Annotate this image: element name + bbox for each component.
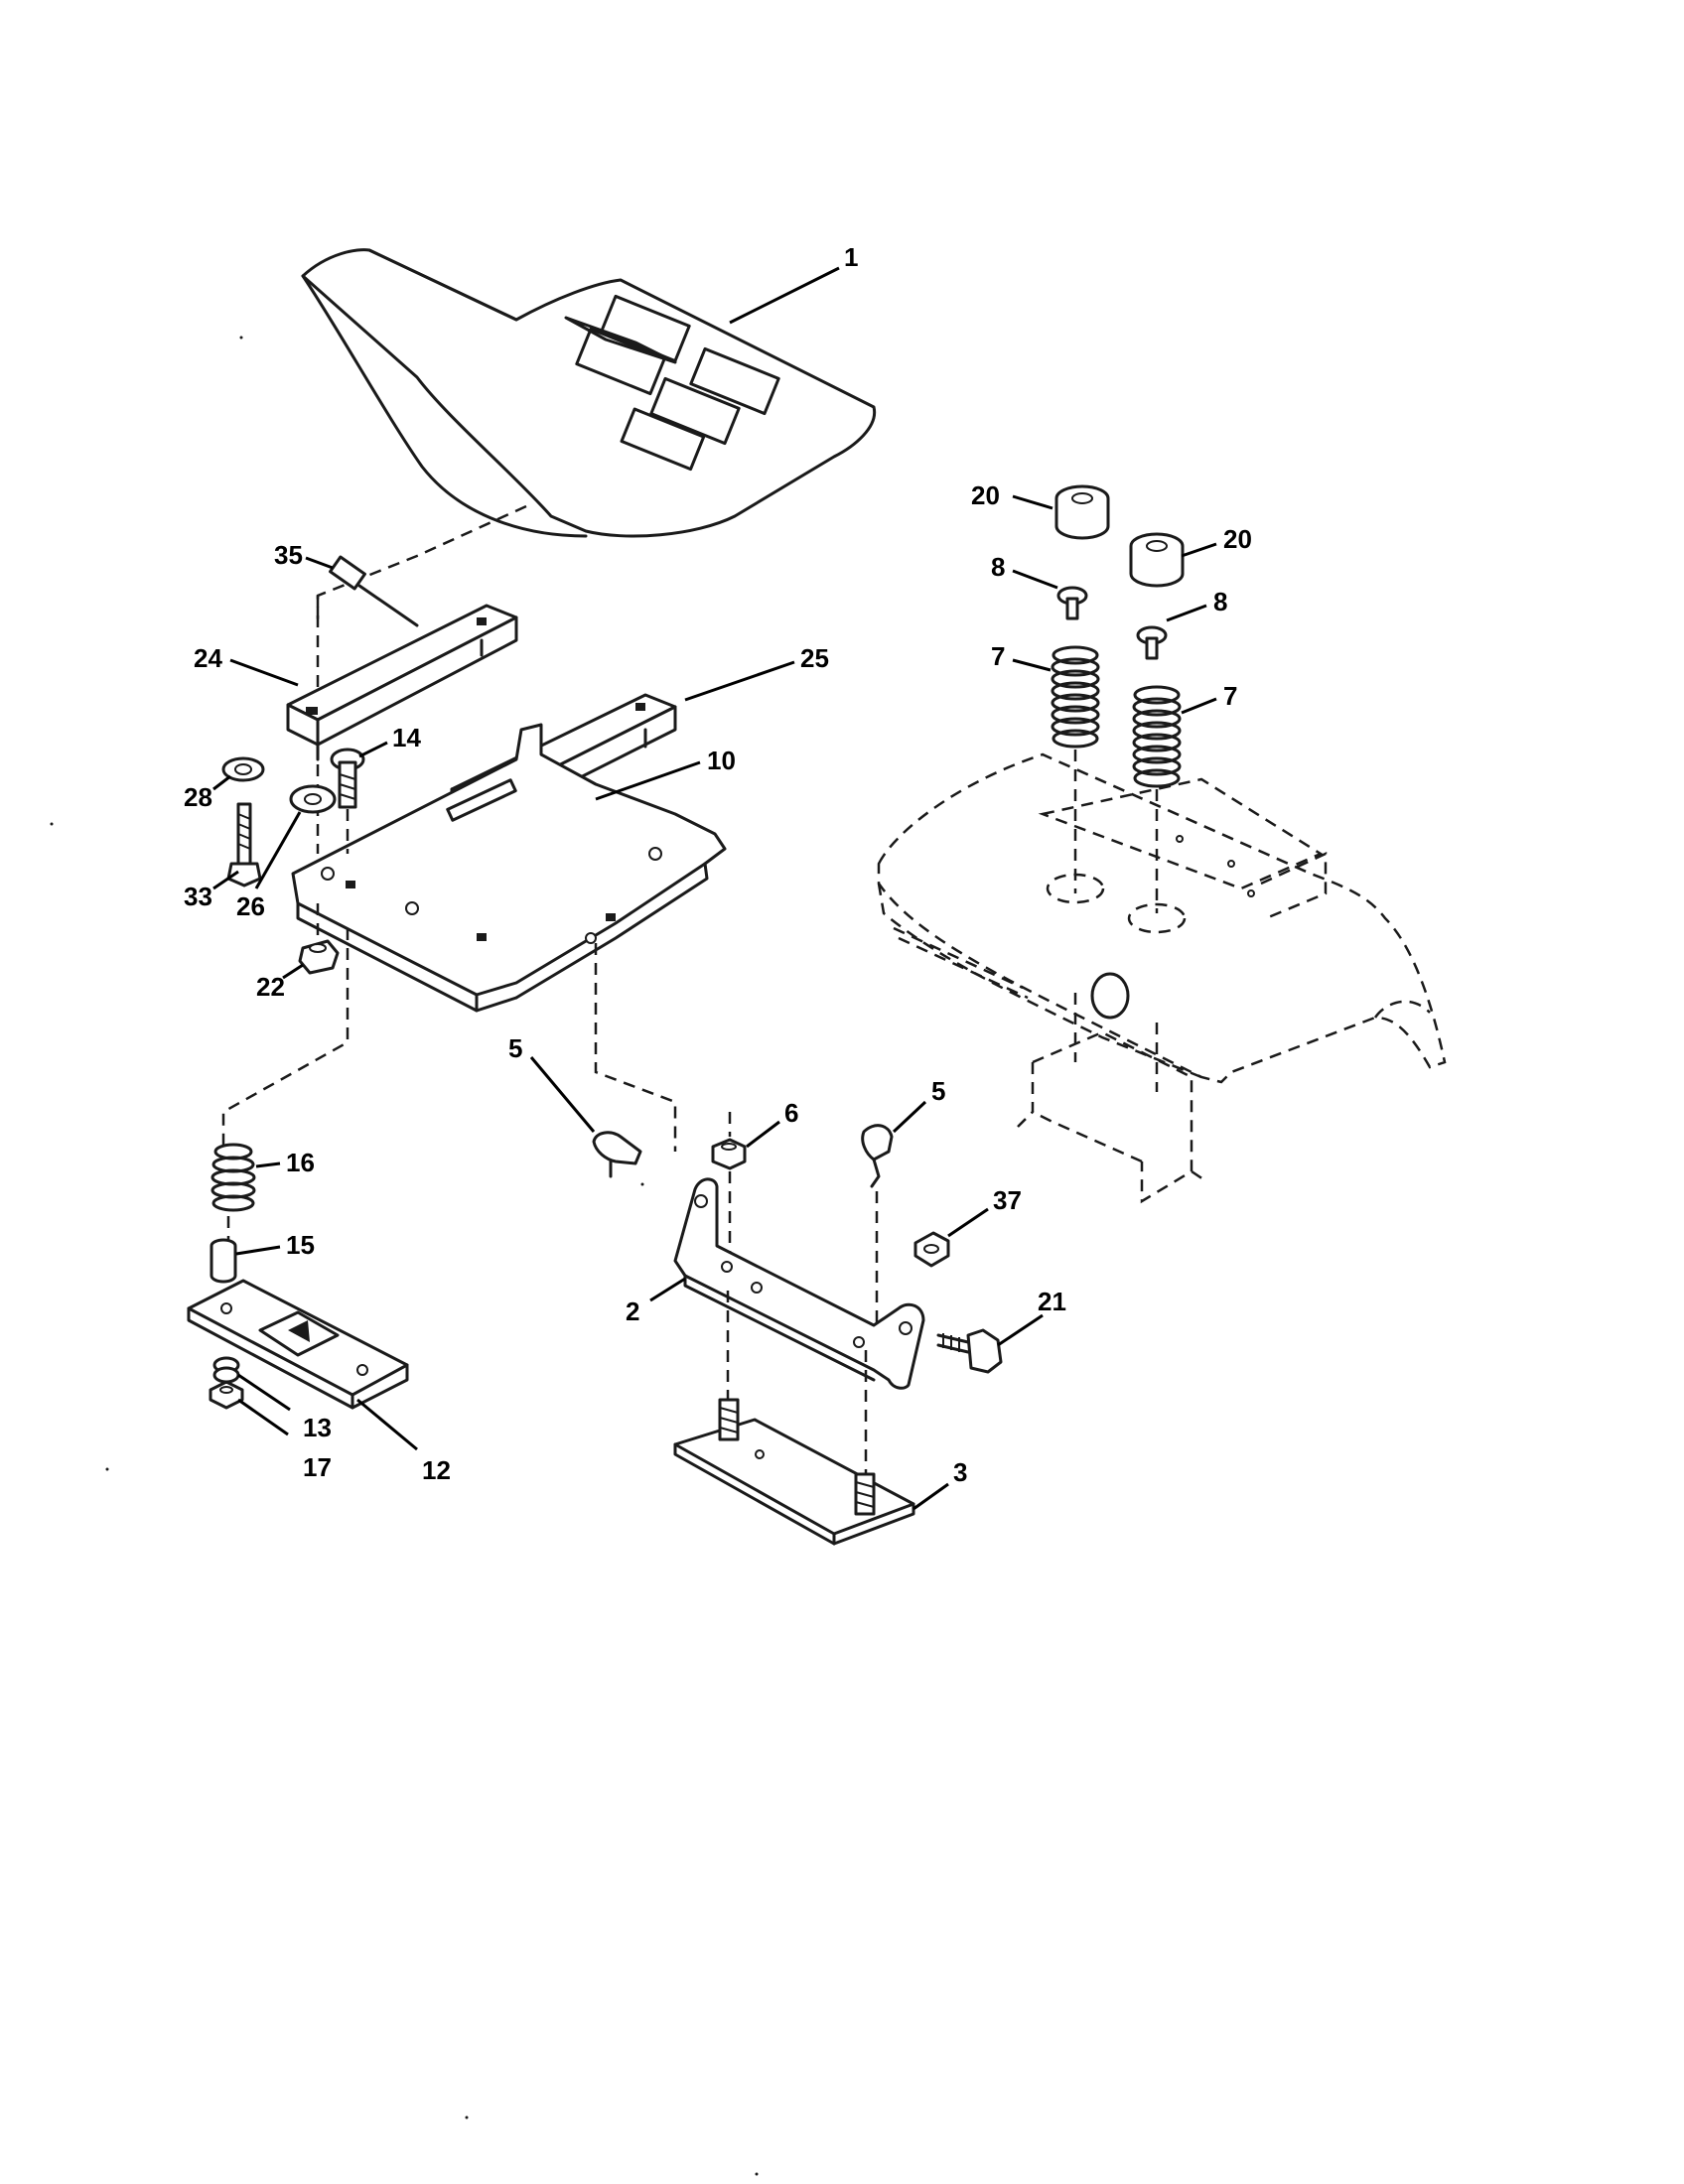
callout-15: 15 <box>286 1230 315 1260</box>
callout-24: 24 <box>194 643 222 673</box>
callout-20-left: 20 <box>971 480 1000 510</box>
callout-3: 3 <box>953 1457 967 1487</box>
callout-17: 17 <box>303 1452 332 1482</box>
callout-8-right: 8 <box>1213 587 1227 616</box>
callout-13: 13 <box>303 1413 332 1442</box>
callout-2: 2 <box>626 1297 639 1326</box>
callout-26: 26 <box>236 891 265 921</box>
callout-37: 37 <box>993 1185 1022 1215</box>
callout-21: 21 <box>1038 1287 1066 1316</box>
washer-28-part <box>221 756 265 782</box>
nut-6-part <box>711 1138 747 1170</box>
spacer-15-part <box>210 1238 237 1284</box>
spring-16-part <box>210 1143 256 1212</box>
callout-25: 25 <box>800 643 829 673</box>
bumper-20-right-part <box>1129 532 1185 588</box>
seat-part <box>301 248 877 538</box>
callout-22: 22 <box>256 972 285 1002</box>
callout-35: 35 <box>274 540 303 570</box>
nut-13-part <box>212 1356 240 1384</box>
pivot-bracket-part <box>673 1177 925 1390</box>
frame-outline <box>1017 993 1207 1204</box>
callout-10: 10 <box>707 746 736 775</box>
clip-5-left-part <box>592 1131 642 1178</box>
screw-8-left-part <box>1056 586 1088 620</box>
callout-14: 14 <box>392 723 421 752</box>
callout-7-left: 7 <box>991 641 1005 671</box>
callout-1: 1 <box>844 242 858 272</box>
clip-5-right-part <box>861 1124 894 1188</box>
spring-7-right-part <box>1132 685 1182 788</box>
screw-8-right-part <box>1136 625 1168 660</box>
seat-dash-line <box>316 504 527 625</box>
spring-dash <box>221 928 350 1152</box>
callout-28: 28 <box>184 782 212 812</box>
callout-labels: 1 20 20 8 8 7 7 35 24 25 14 10 28 33 26 … <box>184 242 1252 1487</box>
nut-17-part <box>209 1380 244 1410</box>
hex-bolt-part <box>226 802 262 887</box>
callout-16: 16 <box>286 1148 315 1177</box>
callout-6: 6 <box>784 1098 798 1128</box>
spring-7-left-part <box>1051 645 1100 749</box>
shoulder-bolt-part <box>936 1328 1003 1374</box>
callout-8-left: 8 <box>991 552 1005 582</box>
seat-rail-left <box>286 604 518 761</box>
callout-33: 33 <box>184 882 212 911</box>
bumper-20-left-part <box>1054 484 1110 540</box>
scan-specks <box>50 336 759 2176</box>
callout-7-right: 7 <box>1223 681 1237 711</box>
latch-plate-part <box>187 1279 409 1410</box>
mounting-plate-part <box>673 1398 915 1546</box>
washer-26-part <box>289 784 337 814</box>
nut-37-part <box>913 1231 950 1268</box>
fender-outline <box>877 752 1447 1084</box>
clip-dash <box>594 943 677 1152</box>
locknut-22-part <box>298 939 340 975</box>
leader-lines <box>212 266 1217 1511</box>
carriage-bolt-part <box>330 748 365 809</box>
callout-12: 12 <box>422 1455 451 1485</box>
wire-connector-part <box>329 555 419 627</box>
callout-5-left: 5 <box>508 1033 522 1063</box>
callout-5-right: 5 <box>931 1076 945 1106</box>
callout-20-right: 20 <box>1223 524 1252 554</box>
